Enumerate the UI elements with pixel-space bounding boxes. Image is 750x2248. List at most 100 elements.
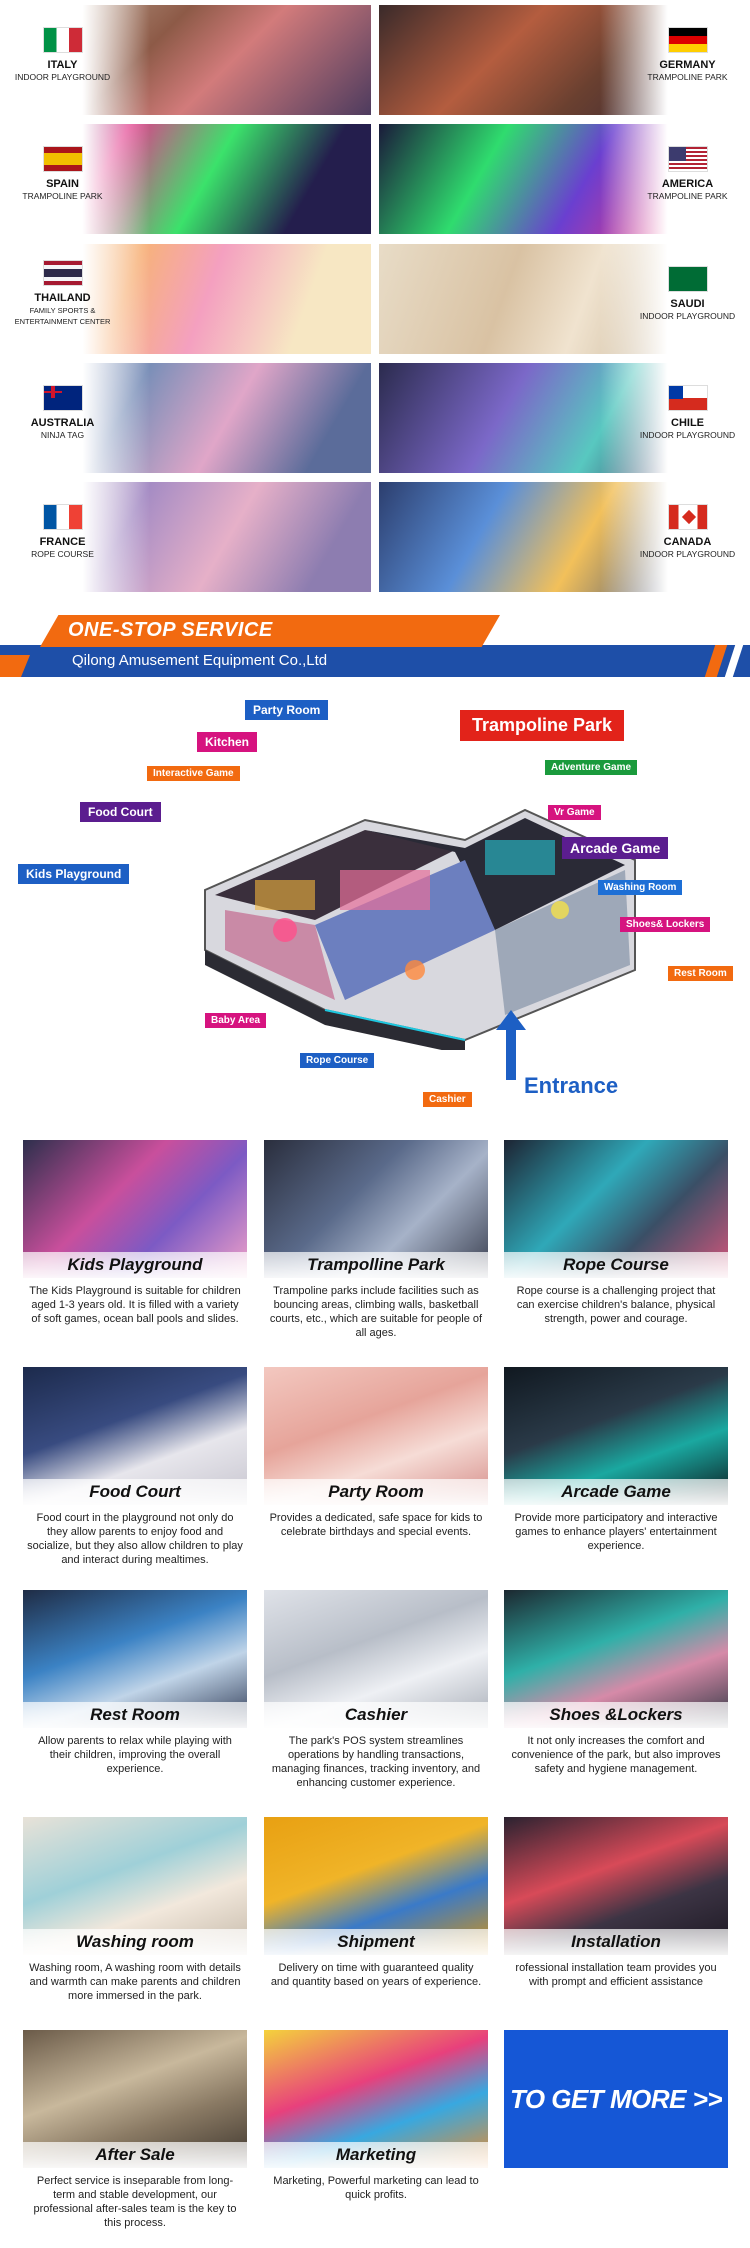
case-card-italy[interactable]: ITALY INDOOR PLAYGROUND	[0, 5, 371, 115]
case-country: SAUDI	[670, 298, 705, 310]
service-desc: Trampoline parks include facilities such…	[269, 1285, 483, 1339]
case-type: INDOOR PLAYGROUND	[639, 311, 736, 321]
service-title: Kids Playground	[23, 1252, 247, 1278]
service-image: Shipment	[264, 1817, 488, 1955]
case-type: TRAMPOLINE PARK	[647, 191, 728, 201]
case-card-australia[interactable]: AUSTRALIA NINJA TAG	[0, 363, 371, 473]
plan-label-washing-room: Washing Room	[598, 880, 683, 895]
service-desc: It not only increases the comfort and co…	[511, 1735, 721, 1775]
case-type: FAMILY SPORTS & ENTERTAINMENT CENTER	[14, 306, 111, 326]
banner-subtitle: Qilong Amusement Equipment Co.,Ltd	[72, 652, 328, 669]
service-card-installation[interactable]: Installation rofessional installation te…	[504, 1817, 728, 1989]
case-type: INDOOR PLAYGROUND	[14, 72, 111, 82]
service-card-party-room[interactable]: Party Room Provides a dedicated, safe sp…	[264, 1367, 488, 1539]
plan-label-vr-game: Vr Game	[548, 805, 601, 820]
case-country: THAILAND	[34, 292, 91, 304]
service-desc: Provides a dedicated, safe space for kid…	[269, 1512, 483, 1538]
service-card-rest-room[interactable]: Rest Room Allow parents to relax while p…	[23, 1590, 247, 1776]
service-title: Rest Room	[23, 1702, 247, 1728]
case-country: CANADA	[663, 536, 712, 548]
service-title: Washing room	[23, 1929, 247, 1955]
germany-flag-icon	[667, 27, 708, 53]
case-card-chile[interactable]: CHILE INDOOR PLAYGROUND	[379, 363, 750, 473]
case-country: AMERICA	[661, 178, 714, 190]
plan-label-party-room: Party Room	[245, 700, 329, 720]
service-card-rope-course[interactable]: Rope Course Rope course is a challenging…	[504, 1140, 728, 1326]
service-card-food-court[interactable]: Food Court Food court in the playground …	[23, 1367, 247, 1567]
chile-flag-icon	[667, 385, 708, 411]
service-desc: Rope course is a challenging project tha…	[516, 1285, 716, 1325]
case-card-spain[interactable]: SPAIN TRAMPOLINE PARK	[0, 124, 371, 234]
one-stop-service-banner: ONE-STOP SERVICE Qilong Amusement Equipm…	[0, 615, 750, 677]
service-image: After Sale	[23, 2030, 247, 2168]
service-title: Arcade Game	[504, 1479, 728, 1505]
service-title: After Sale	[23, 2142, 247, 2168]
floor-plan-illustration	[204, 808, 636, 1050]
project-cases-grid: ITALY INDOOR PLAYGROUND GERMANY TRAMPOLI…	[0, 0, 750, 595]
service-card-after-sale[interactable]: After Sale Perfect service is inseparabl…	[23, 2030, 247, 2230]
plan-label-food-court: Food Court	[80, 802, 161, 822]
service-title: Rope Course	[504, 1252, 728, 1278]
service-card-marketing[interactable]: Marketing Marketing, Powerful marketing …	[264, 2030, 488, 2202]
case-type: INDOOR PLAYGROUND	[639, 549, 736, 559]
plan-label-interactive-game: Interactive Game	[147, 766, 240, 781]
service-title: Shipment	[264, 1929, 488, 1955]
case-card-germany[interactable]: GERMANY TRAMPOLINE PARK	[379, 5, 750, 115]
service-image: Cashier	[264, 1590, 488, 1728]
plan-label-kids-playground: Kids Playground	[18, 864, 130, 884]
case-type: ROPE COURSE	[31, 549, 94, 559]
service-title: Party Room	[264, 1479, 488, 1505]
spain-flag-icon	[42, 146, 83, 172]
saudi-flag-icon	[667, 266, 708, 292]
service-title: Shoes &Lockers	[504, 1702, 728, 1728]
service-image: Kids Playground	[23, 1140, 247, 1278]
get-more-button[interactable]: TO GET MORE >>	[504, 2030, 728, 2168]
service-image: Rope Course	[504, 1140, 728, 1278]
case-country: FRANCE	[39, 536, 86, 548]
service-image: Trampolline Park	[264, 1140, 488, 1278]
service-desc: rofessional installation team provides y…	[515, 1962, 717, 1988]
plan-label-cashier: Cashier	[423, 1092, 472, 1107]
plan-label-adventure-game: Adventure Game	[545, 760, 638, 775]
service-title: Trampolline Park	[264, 1252, 488, 1278]
service-desc: The Kids Playground is suitable for chil…	[29, 1285, 241, 1325]
plan-label-entrance: Entrance	[524, 1073, 619, 1098]
plan-label-rope-course: Rope Course	[300, 1053, 375, 1068]
service-image: Shoes &Lockers	[504, 1590, 728, 1728]
plan-label-kitchen: Kitchen	[197, 732, 258, 752]
service-title: Food Court	[23, 1479, 247, 1505]
case-type: TRAMPOLINE PARK	[22, 191, 103, 201]
plan-label-arcade-game: Arcade Game	[562, 837, 669, 859]
service-desc: Perfect service is inseparable from long…	[33, 2175, 237, 2229]
service-title: Installation	[504, 1929, 728, 1955]
service-card-shipment[interactable]: Shipment Delivery on time with guarantee…	[264, 1817, 488, 1989]
plan-label-trampoline-park: Trampoline Park	[460, 710, 625, 741]
service-card-kids-playground[interactable]: Kids Playground The Kids Playground is s…	[23, 1140, 247, 1326]
case-country: SPAIN	[46, 178, 79, 190]
france-flag-icon	[42, 504, 83, 530]
case-card-thailand[interactable]: THAILAND FAMILY SPORTS & ENTERTAINMENT C…	[0, 244, 371, 354]
service-desc: Delivery on time with guaranteed quality…	[270, 1962, 482, 1988]
service-desc: Washing room, A washing room with detail…	[29, 1962, 241, 2002]
service-desc: Provide more participatory and interacti…	[514, 1512, 718, 1552]
service-image: Food Court	[23, 1367, 247, 1505]
service-card-arcade-game[interactable]: Arcade Game Provide more participatory a…	[504, 1367, 728, 1553]
service-desc: Marketing, Powerful marketing can lead t…	[273, 2175, 479, 2201]
case-card-canada[interactable]: CANADA INDOOR PLAYGROUND	[379, 482, 750, 592]
service-desc: Allow parents to relax while playing wit…	[38, 1735, 232, 1775]
australia-flag-icon	[42, 385, 83, 411]
thailand-flag-icon	[42, 260, 83, 286]
case-card-saudi[interactable]: SAUDI INDOOR PLAYGROUND	[379, 244, 750, 354]
service-card-shoes-lockers[interactable]: Shoes &Lockers It not only increases the…	[504, 1590, 728, 1776]
plan-label-shoes-lockers: Shoes& Lockers	[620, 917, 711, 932]
service-card-cashier[interactable]: Cashier The park's POS system streamline…	[264, 1590, 488, 1790]
case-type: NINJA TAG	[40, 430, 85, 440]
service-card-trampoline-park[interactable]: Trampolline Park Trampoline parks includ…	[264, 1140, 488, 1340]
banner-title: ONE-STOP SERVICE	[68, 619, 273, 641]
usa-flag-icon	[667, 146, 708, 172]
case-country: GERMANY	[659, 59, 716, 71]
case-card-america[interactable]: AMERICA TRAMPOLINE PARK	[379, 124, 750, 234]
service-card-washing-room[interactable]: Washing room Washing room, A washing roo…	[23, 1817, 247, 2003]
case-card-france[interactable]: FRANCE ROPE COURSE	[0, 482, 371, 592]
service-desc: Food court in the playground not only do…	[27, 1512, 243, 1566]
